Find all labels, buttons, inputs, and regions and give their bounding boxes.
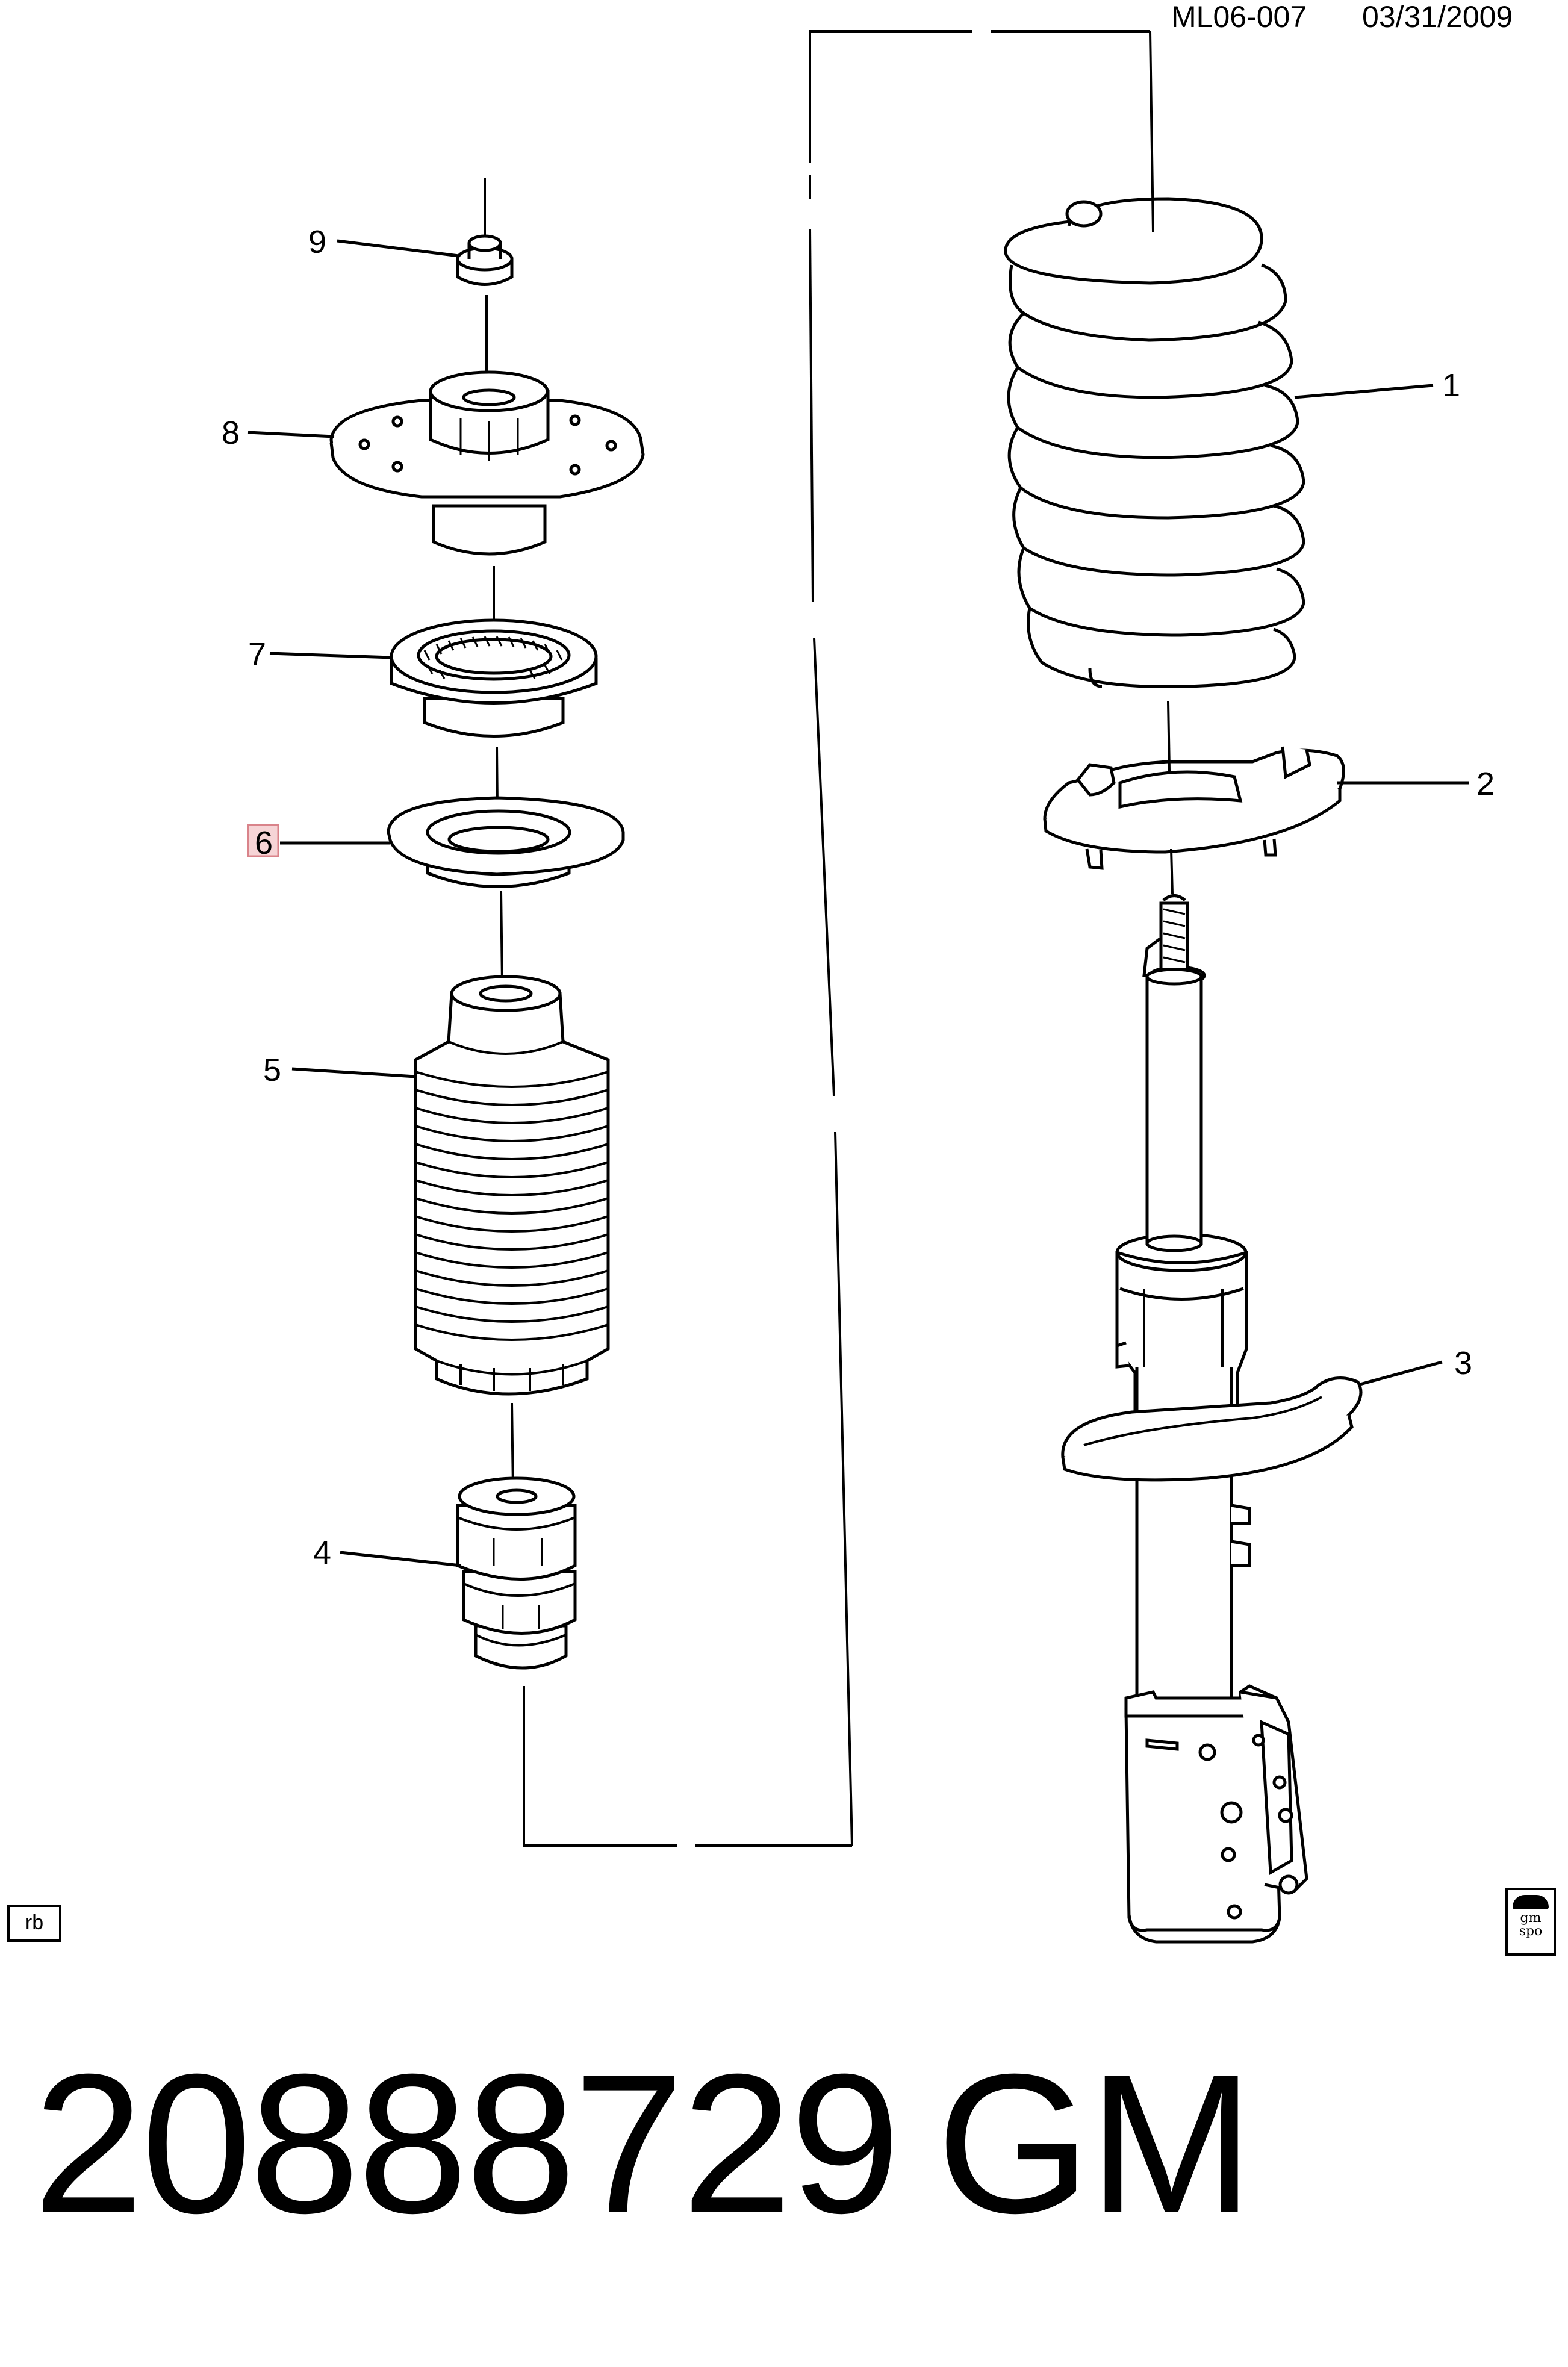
rb-badge: rb (7, 1905, 61, 1942)
brand-name: GM (936, 2032, 1254, 2254)
nut (456, 234, 514, 286)
bearing (390, 618, 598, 738)
callout-9: 9 (308, 224, 326, 260)
knuckle-bracket (1124, 1684, 1308, 1944)
bracket-gaps (677, 26, 991, 1850)
gm-logo-line2: spo (1519, 1924, 1543, 1939)
gm-logo-cap-icon (1513, 1895, 1549, 1909)
callout-7: 7 (248, 636, 266, 673)
spring-insulator (387, 796, 625, 888)
drawing-id: ML06-007 (1171, 0, 1307, 34)
piston-rod (1116, 894, 1247, 1264)
callout-8: 8 (222, 415, 240, 451)
lower-spring-seat (1061, 1376, 1363, 1482)
callout-1: 1 (1442, 367, 1460, 403)
callout-6-highlight (247, 824, 279, 857)
leader-lines (247, 239, 1469, 1567)
callout-4: 4 (313, 1535, 331, 1571)
assembly-bracket (523, 30, 1154, 1847)
callout-3: 3 (1454, 1345, 1472, 1381)
right-axis (1167, 701, 1174, 895)
gm-spo-logo: gm spo (1505, 1888, 1556, 1956)
coil-spring (1004, 197, 1305, 688)
callout-5: 5 (263, 1052, 281, 1088)
part-number: 20888729 (33, 2032, 900, 2254)
jounce-bumper (456, 1476, 577, 1670)
upper-spring-seat (1043, 746, 1345, 870)
gm-logo-line1: gm (1520, 1911, 1542, 1926)
strut-mount (329, 370, 645, 556)
drawing-date: 03/31/2009 (1362, 0, 1513, 34)
callout-6: 6 (255, 825, 273, 861)
callout-2: 2 (1476, 766, 1495, 802)
dust-boot (414, 975, 610, 1396)
